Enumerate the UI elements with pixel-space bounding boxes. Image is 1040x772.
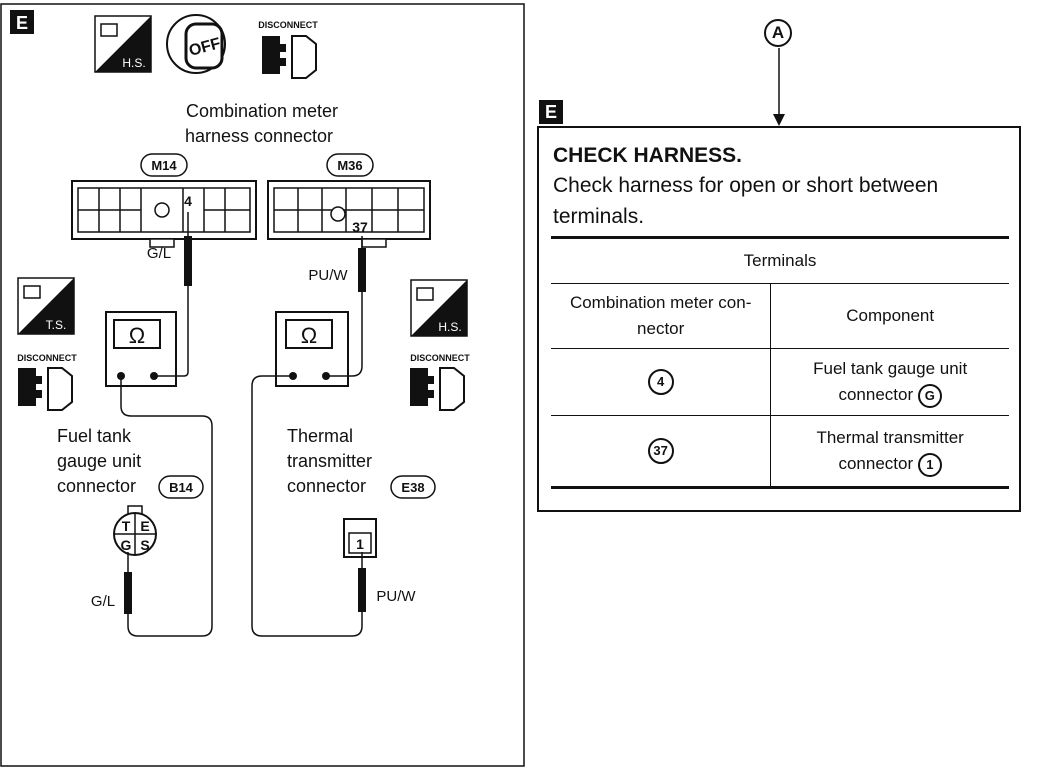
hs-icon-top: H.S.	[94, 15, 152, 73]
component-thermal-transmitter: Thermal transmitter connector	[816, 428, 964, 473]
terminals-header: Terminals	[551, 236, 1009, 284]
combo-meter-title-line2: harness connector	[185, 126, 333, 146]
svg-text:E38: E38	[401, 480, 424, 495]
component-pin-g: G	[917, 383, 942, 408]
svg-text:M14: M14	[151, 158, 177, 173]
wire-gl-bottom-label: G/L	[91, 593, 115, 610]
fuel-pin-g: G	[121, 537, 132, 553]
thermal-label-line1: Thermal	[287, 426, 353, 446]
component-fuel-gauge: Fuel tank gauge unit connector	[813, 359, 968, 404]
thermal-label-line3: connector	[287, 476, 366, 496]
combo-meter-title-line1: Combination meter	[186, 101, 338, 121]
disconnect-icon-right: DISCONNECT	[410, 353, 470, 411]
wire-puw-bottom-label: PU/W	[376, 588, 416, 605]
check-harness-panel: CHECK HARNESS. Check harness for open or…	[537, 126, 1021, 512]
probe-thermal-pin1	[358, 552, 366, 612]
m36-badge	[326, 153, 374, 177]
table-row: 37 Thermal transmitter connector 1	[551, 415, 1009, 489]
ignition-off-icon: OFF	[166, 14, 226, 74]
svg-text:M36: M36	[337, 158, 362, 173]
probe-m36-pin37	[358, 236, 366, 292]
pin-37-label: 37	[352, 219, 368, 235]
wire-left-meter-to-m14	[154, 286, 189, 377]
thermal-pin-1: 1	[356, 536, 364, 552]
left-panel-border	[0, 3, 525, 767]
fuel-label-line3: connector	[57, 476, 136, 496]
col-combination-meter-header: Combination meter con-nector	[551, 283, 772, 349]
terminals-table: Terminals Combination meter con-nector C…	[551, 236, 1009, 489]
component-pin-1: 1	[917, 452, 942, 477]
probe-fuel-pin-g	[124, 552, 132, 614]
m14-badge	[140, 153, 188, 177]
wire-gl-top-label: G/L	[147, 245, 171, 262]
svg-text:DISCONNECT: DISCONNECT	[258, 20, 318, 30]
fuel-label-line1: Fuel tank	[57, 426, 132, 446]
ohmmeter-left	[105, 311, 177, 387]
ohm-symbol-right: Ω	[301, 323, 317, 348]
step-e-label: E	[16, 13, 28, 33]
table-row: 4 Fuel tank gauge unit connector G	[551, 348, 1009, 416]
svg-text:DISCONNECT: DISCONNECT	[17, 353, 77, 363]
e38-badge	[390, 475, 436, 499]
svg-text:T.S.: T.S.	[46, 318, 67, 332]
step-e-box	[10, 10, 34, 34]
disconnect-icon-left: DISCONNECT	[17, 353, 77, 411]
check-harness-title: CHECK HARNESS.	[553, 144, 743, 167]
svg-text:H.S.: H.S.	[122, 56, 145, 70]
svg-text:H.S.: H.S.	[438, 320, 461, 334]
svg-text:DISCONNECT: DISCONNECT	[410, 353, 470, 363]
m14-connector	[71, 180, 257, 248]
thermal-transmitter-connector	[343, 518, 377, 558]
check-harness-description: Check harness for open or short between …	[553, 174, 939, 228]
disconnect-icon-top: DISCONNECT	[258, 20, 318, 79]
fuel-pin-e: E	[140, 518, 149, 534]
svg-text:B14: B14	[169, 480, 194, 495]
wire-right-meter-to-m36	[326, 292, 363, 377]
m36-connector	[267, 180, 431, 248]
terminal-4: 4	[647, 369, 674, 396]
fuel-gauge-connector	[113, 505, 157, 556]
wire-puw-top-label: PU/W	[308, 267, 348, 284]
thermal-label-line2: transmitter	[287, 451, 372, 471]
probe-m14-pin4	[184, 212, 192, 286]
right-step-e-box: E	[539, 100, 563, 124]
hs-icon-right: H.S.	[410, 279, 468, 337]
col-component-header: Component	[770, 283, 1009, 349]
pin-4-label: 4	[184, 193, 192, 209]
ts-icon: T.S.	[17, 277, 75, 335]
fuel-pin-s: S	[140, 537, 149, 553]
wire-right-meter-to-thermal	[251, 375, 363, 637]
fuel-pin-t: T	[122, 518, 131, 534]
wire-left-meter-to-fuel	[120, 376, 213, 637]
fuel-label-line2: gauge unit	[57, 451, 141, 471]
b14-badge	[158, 475, 204, 499]
ohmmeter-right	[275, 311, 349, 387]
terminal-37: 37	[647, 438, 674, 465]
ohm-symbol-left: Ω	[129, 323, 145, 348]
marker-a: A	[764, 19, 792, 47]
